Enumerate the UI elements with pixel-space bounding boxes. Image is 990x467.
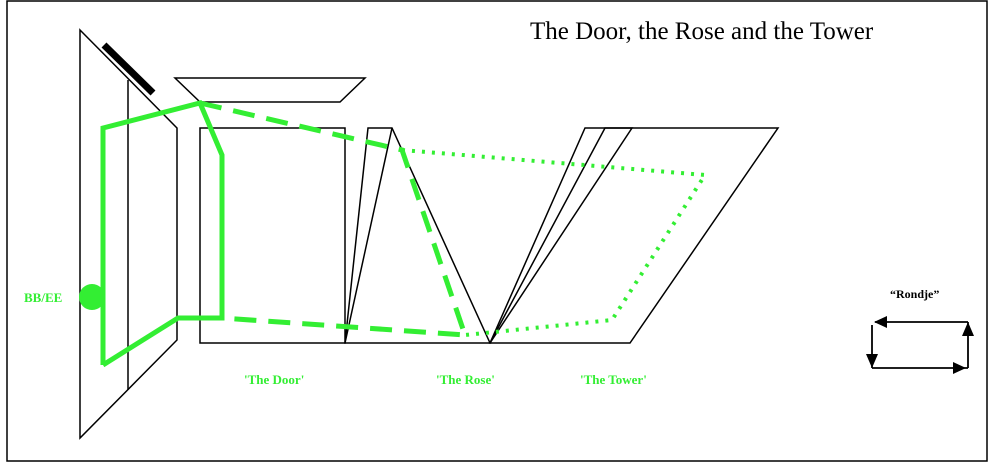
rondje-loop [866,316,974,374]
start-point [79,284,105,310]
tower-panel [488,127,780,344]
wall-bar [101,42,156,96]
route-dotted [401,148,709,337]
rose-panel [344,127,492,344]
rondje-label: “Rondje” [890,287,940,301]
door-box [199,127,346,344]
rondje-arrow-right [953,362,966,374]
diagram-title: The Door, the Rose and the Tower [530,18,874,45]
outer-frame [6,0,988,462]
rondje-arrow-down [866,354,878,368]
route-dashed [199,100,469,338]
start-label: BB/EE [24,290,63,305]
rondje-arrow-up [962,322,974,336]
top-trapezoid [173,77,367,103]
rose-fold-line [344,127,393,344]
tower-fold [489,127,634,344]
rose-label: 'The Rose' [436,372,495,387]
route-solid [100,100,225,368]
tower-label: 'The Tower' [580,372,647,387]
rondje-arrow-left [874,316,887,328]
door-label: 'The Door' [244,372,305,387]
